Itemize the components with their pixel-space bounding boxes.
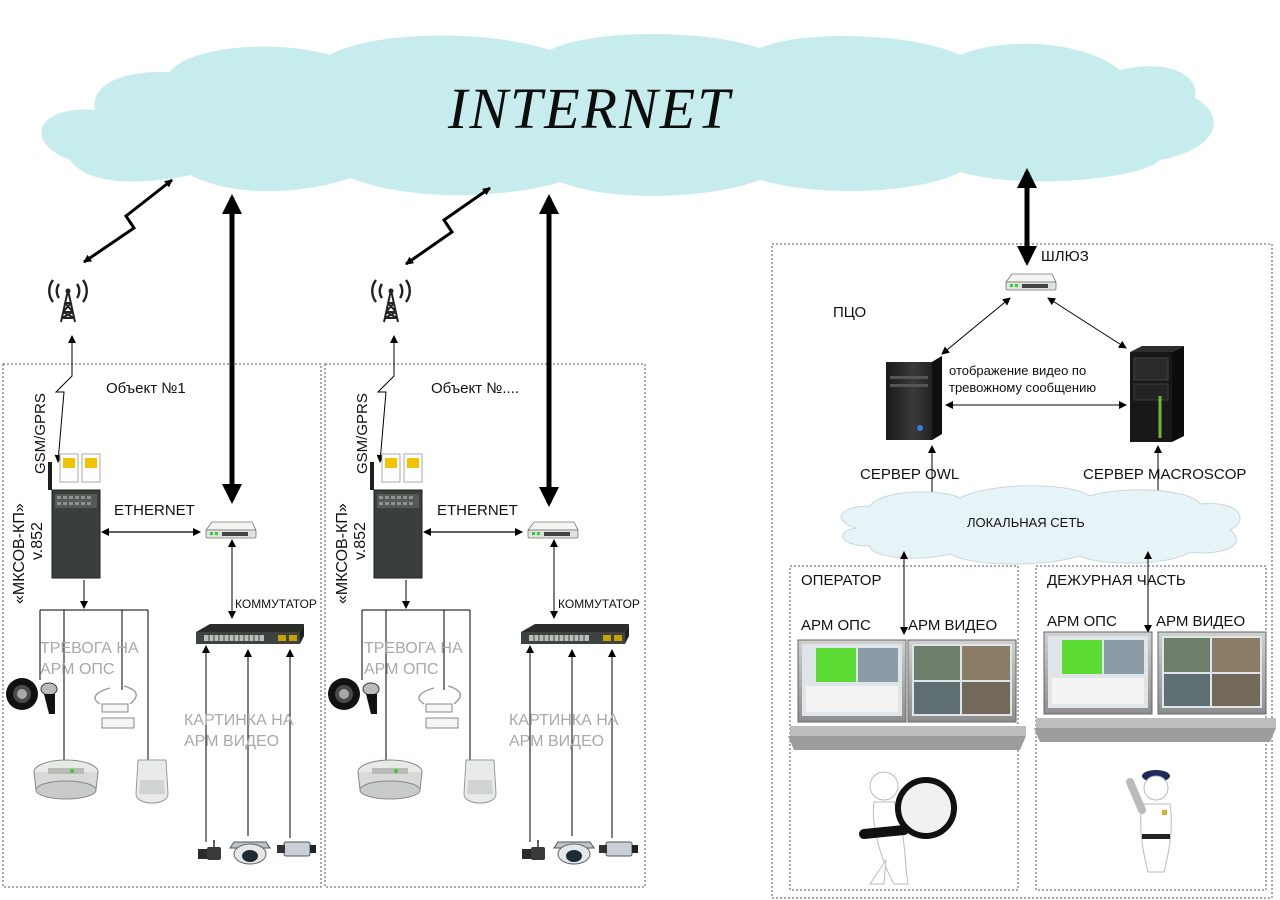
object-1-video-text-line-2: АРМ ВИДЕО	[184, 733, 280, 750]
gateway-macroscop-link	[1047, 297, 1127, 349]
object-2-ethernet-label: ETHERNET	[437, 502, 518, 519]
server-owl-label: СЕРВЕР OWL	[860, 466, 960, 483]
internet-title: INTERNET	[448, 76, 732, 141]
lan-cloud	[840, 485, 1241, 565]
center-title: ПЦО	[833, 304, 867, 321]
gateway-owl-link	[941, 297, 1011, 355]
object-2-motion-sensor-icon	[463, 759, 497, 804]
operator-magnifier-figure-icon	[859, 771, 957, 885]
operator-room-title: ОПЕРАТОР	[801, 572, 882, 589]
object-1-dome-camera-icon	[229, 841, 271, 865]
duty-officer-figure-icon	[1126, 770, 1172, 873]
object-1-device-version: v.852	[29, 522, 46, 560]
operator-video-monitor-icon	[897, 639, 1027, 751]
object-1-box	[2, 363, 322, 888]
object-2-smoke-detector-icon	[357, 759, 423, 800]
lan-label: ЛОКАЛЬНАЯ СЕТЬ	[967, 515, 1085, 530]
object-2-mksov-panel-icon	[369, 453, 423, 579]
object-2-video-text-line-1: КАРТИНКА НА	[509, 712, 619, 729]
center-box	[771, 243, 1273, 899]
object-2-camera-1-icon	[521, 839, 546, 861]
object-1-wireless-link-arrow	[83, 178, 173, 264]
object-1-alarm-text-line-2: АРМ ОПС	[40, 661, 115, 678]
object-1-sensor-bus	[39, 580, 149, 760]
object-1-router-icon	[205, 521, 257, 539]
object-1-mksov-panel-icon	[47, 453, 101, 579]
server-owl-icon	[886, 356, 942, 440]
object-2-alarm-text-line-2: АРМ ОПС	[364, 661, 439, 678]
duty-room-title: ДЕЖУРНАЯ ЧАСТЬ	[1047, 572, 1186, 589]
object-2-switch-label: КОММУТАТОР	[558, 597, 640, 611]
internet-cloud	[41, 33, 1214, 196]
object-2-switch-icon	[520, 623, 630, 645]
object-2-gsm-label: GSM/GPRS	[354, 393, 371, 474]
object-2-key-reader-icon	[327, 677, 380, 715]
object-1-key-reader-icon	[5, 677, 58, 715]
object-2-camera-2-icon	[598, 841, 639, 857]
server-macroscop-icon	[1128, 344, 1186, 444]
object-1-camera-2-icon	[276, 841, 317, 857]
object-1-gsm-link	[54, 335, 76, 463]
object-2-alarm-text-line-1: ТРЕВОГА НА	[364, 640, 463, 657]
object-1-switch-label: КОММУТАТОР	[235, 597, 317, 611]
operator-ws-ops-label: АРМ ОПС	[801, 617, 871, 634]
object-1-title: Объект №1	[106, 380, 186, 397]
duty-ws-video-label: АРМ ВИДЕО	[1156, 613, 1246, 630]
gateway-label: ШЛЮЗ	[1041, 248, 1089, 265]
object-2-sensor-bus	[361, 580, 471, 760]
gateway-router-icon	[1005, 273, 1057, 291]
link-caption-line-1: отображение видео по	[949, 363, 1087, 378]
object-2-wireless-link-arrow	[405, 186, 491, 266]
object-2-device-version: v.852	[352, 522, 369, 560]
duty-ws-ops-label: АРМ ОПС	[1047, 613, 1117, 630]
object-1-camera-lines	[202, 645, 294, 842]
object-2-box	[324, 363, 646, 888]
object-1-smoke-detector-icon	[33, 759, 99, 800]
object-1-video-text-line-1: КАРТИНКА НА	[184, 712, 294, 729]
link-caption-line-2: тревожному сообщению	[949, 380, 1097, 395]
duty-video-monitor-icon	[1147, 631, 1277, 743]
object-1-gsm-label: GSM/GPRS	[32, 393, 49, 474]
object-1-motion-sensor-icon	[135, 759, 169, 804]
server-macroscop-label: СЕРВЕР MACROSCOP	[1083, 466, 1247, 483]
object-1-ethernet-label: ETHERNET	[114, 502, 195, 519]
object-2-gsm-link	[376, 335, 398, 463]
operator-ws-video-label: АРМ ВИДЕО	[908, 617, 998, 634]
object-2-camera-lines	[526, 645, 616, 842]
object-1-camera-1-icon	[197, 839, 222, 861]
object-1-device-name: «МКСОВ-КП»	[11, 503, 28, 604]
object-1-switch-icon	[195, 623, 305, 645]
object-2-magnetic-contact-icon	[418, 685, 461, 729]
operator-ops-monitor-icon	[787, 639, 917, 751]
object-2-gsm-tower-icon	[371, 278, 411, 324]
duty-ops-monitor-icon	[1033, 631, 1163, 743]
object-1-gsm-tower-icon	[48, 278, 88, 324]
object-2-title: Объект №....	[431, 380, 520, 397]
object-2-dome-camera-icon	[553, 841, 595, 865]
object-1-alarm-text-line-1: ТРЕВОГА НА	[40, 640, 139, 657]
object-1-magnetic-contact-icon	[94, 685, 137, 729]
object-2-video-text-line-2: АРМ ВИДЕО	[509, 733, 605, 750]
object-2-router-icon	[527, 521, 579, 539]
object-2-device-name: «МКСОВ-КП»	[334, 503, 351, 604]
